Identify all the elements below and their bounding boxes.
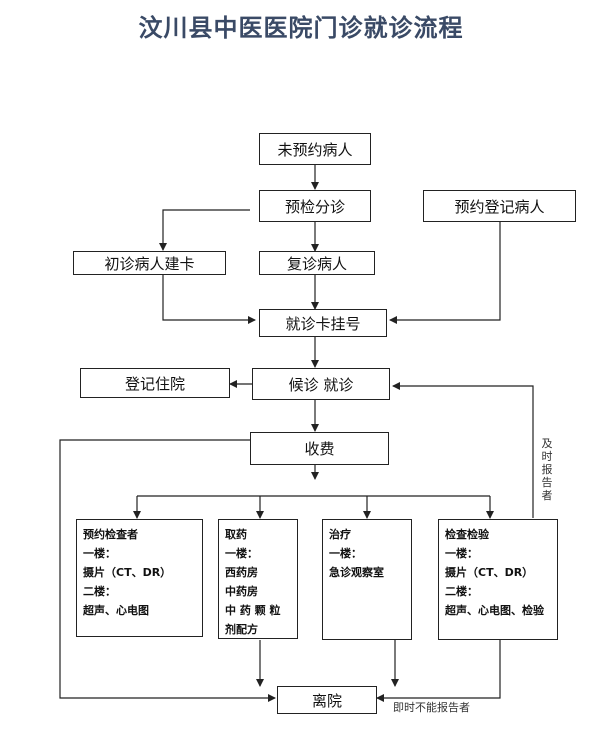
treatment-panel: 治疗 一楼： 急诊观察室 — [322, 519, 412, 640]
booked-patient-node: 预约登记病人 — [423, 190, 576, 222]
panel-line: 摄片（CT、DR） — [83, 566, 172, 579]
card-registration-node: 就诊卡挂号 — [259, 309, 387, 337]
panel-line: 二楼： — [445, 585, 478, 598]
unbooked-patient-node: 未预约病人 — [259, 133, 371, 165]
payment-node: 收费 — [250, 432, 389, 465]
not-timely-report-note: 即时不能报告者 — [393, 701, 470, 714]
exam-test-panel: 检查检验 一楼： 摄片（CT、DR） 二楼： 超声、心电图、检验 — [438, 519, 558, 640]
panel-line: 一楼： — [225, 547, 258, 560]
panel-line: 一楼： — [445, 547, 478, 560]
triage-node: 预检分诊 — [259, 190, 371, 222]
exam-booking-panel: 预约检查者 一楼： 摄片（CT、DR） 二楼： 超声、心电图 — [76, 519, 203, 637]
panel-line: 中 药 颗 粒 剂配方 — [225, 604, 281, 636]
panel-line: 取药 — [225, 528, 247, 541]
timely-report-note: 及时报告者 — [541, 437, 553, 502]
first-visit-card-node: 初诊病人建卡 — [73, 251, 226, 275]
panel-line: 预约检查者 — [83, 528, 138, 541]
discharge-node: 离院 — [277, 686, 377, 714]
panel-line: 治疗 — [329, 528, 351, 541]
panel-line: 超声、心电图 — [83, 604, 149, 617]
pharmacy-panel: 取药 一楼： 西药房 中药房 中 药 颗 粒 剂配方 — [218, 519, 298, 639]
panel-line: 二楼： — [83, 585, 116, 598]
panel-line: 超声、心电图、检验 — [445, 604, 544, 617]
waiting-consultation-node: 候诊 就诊 — [252, 368, 390, 400]
panel-line: 西药房 — [225, 566, 258, 579]
page-title: 汶川县中医医院门诊就诊流程 — [138, 14, 464, 42]
panel-line: 摄片（CT、DR） — [445, 566, 534, 579]
panel-line: 检查检验 — [445, 528, 489, 541]
panel-line: 中药房 — [225, 585, 258, 598]
return-visit-node: 复诊病人 — [259, 251, 375, 275]
inpatient-registration-node: 登记住院 — [80, 368, 230, 398]
panel-line: 一楼： — [329, 547, 362, 560]
panel-line: 一楼： — [83, 547, 116, 560]
panel-line: 急诊观察室 — [329, 566, 384, 579]
